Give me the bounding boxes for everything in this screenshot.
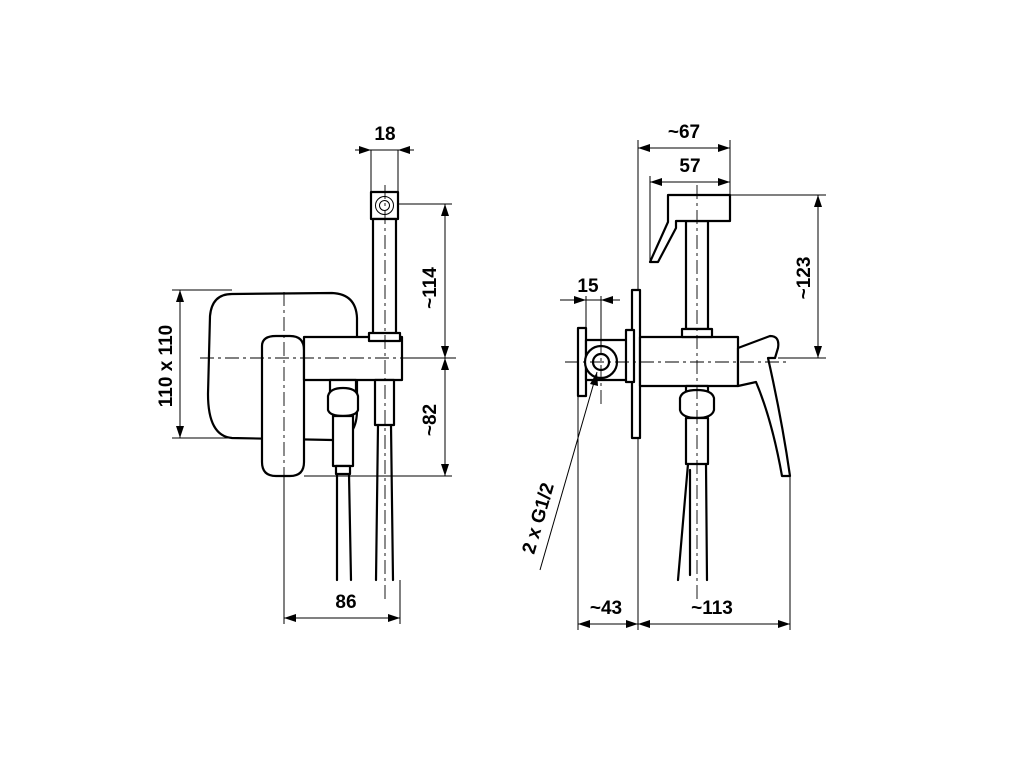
side-lever-handle	[736, 334, 792, 478]
dim-front-top-width: 18	[374, 124, 395, 145]
front-lever-handle	[260, 334, 306, 478]
front-valve-body	[302, 335, 404, 382]
dim-front-bottom-width: 86	[335, 592, 356, 613]
dim-front-height-upper: ~114	[420, 267, 441, 309]
front-hose-right	[374, 423, 395, 582]
dim-front-plate-size: 110 x 110	[156, 325, 177, 407]
dim-side-depth-right: ~113	[691, 598, 733, 619]
dim-side-head-width: 57	[679, 156, 700, 177]
side-shower-head	[648, 193, 732, 264]
front-shower-stem	[371, 217, 398, 339]
front-spray-face	[375, 196, 394, 215]
dim-side-thread: 2 x G1/2	[519, 481, 559, 557]
side-hose	[676, 462, 709, 582]
dimension-lines	[172, 140, 826, 630]
front-hose-left	[335, 472, 353, 582]
front-view	[200, 185, 456, 620]
dim-side-total-width: ~67	[668, 122, 700, 143]
side-view	[565, 185, 792, 600]
dim-side-depth-left: ~43	[590, 598, 622, 619]
dim-side-height: ~123	[794, 257, 815, 300]
side-valve-body	[638, 335, 740, 388]
dim-side-inlet-width: 15	[577, 276, 599, 297]
front-hose-connector-right	[373, 378, 396, 427]
dim-front-height-lower: ~82	[420, 404, 441, 436]
